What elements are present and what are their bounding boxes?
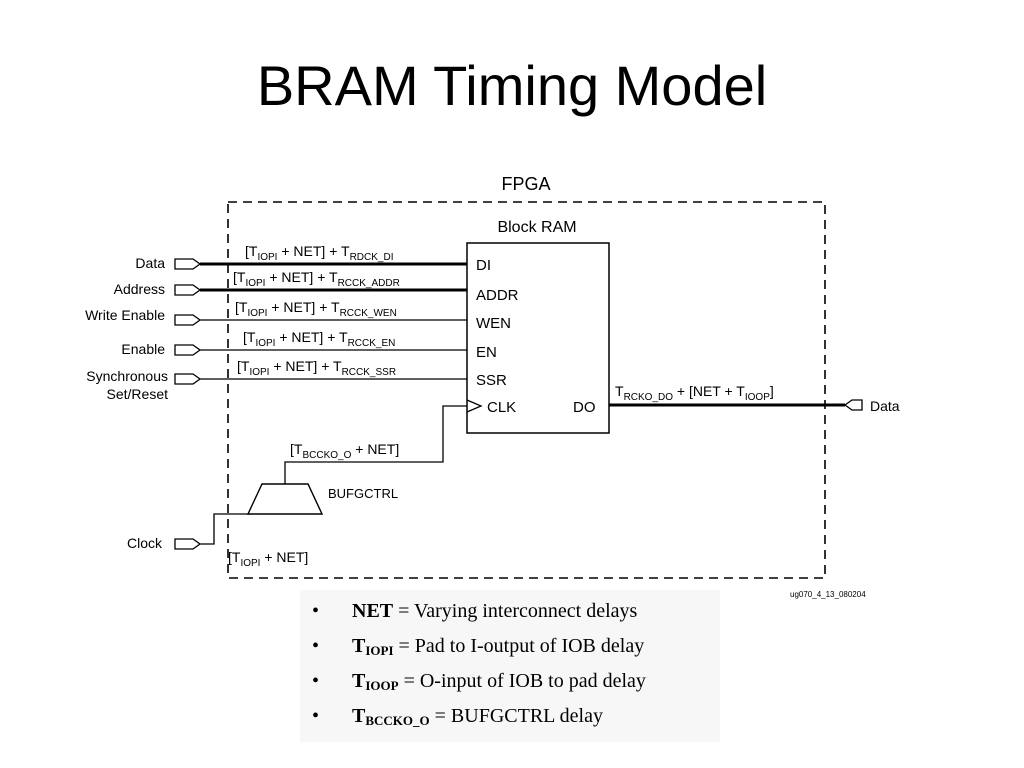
signal-write-enable: Write Enable xyxy=(85,307,165,323)
port-en: EN xyxy=(476,344,497,361)
block-ram xyxy=(466,242,610,434)
port-addr: ADDR xyxy=(476,287,519,304)
bullet: • xyxy=(312,670,320,692)
legend-item: • TIOPI = Pad to I-output of IOB delay xyxy=(312,631,646,666)
signal-address: Address xyxy=(114,281,165,297)
fpga-boundary xyxy=(227,201,826,579)
legend-panel xyxy=(300,590,720,742)
pad-data-out xyxy=(843,399,863,411)
timing-write-enable: [TIOPI + NET] + TRCCK_WEN xyxy=(235,299,397,319)
timing-data-out: TRCKO_DO + [NET + TIOOP] xyxy=(615,383,774,403)
legend-definition: = BUFGCTRL delay xyxy=(429,705,603,727)
port-clk: CLK xyxy=(487,399,516,416)
timing-ssr: [TIOPI + NET] + TRCCK_SSR xyxy=(237,358,396,378)
legend-term: T xyxy=(352,705,366,727)
timing-bufgctrl: [TBCCKO_O + NET] xyxy=(290,441,399,461)
legend-term-sub: IOPI xyxy=(365,643,394,658)
bufgctrl-symbol xyxy=(246,483,324,515)
legend-term: T xyxy=(352,670,366,692)
port-do: DO xyxy=(573,399,596,416)
bullet: • xyxy=(312,600,320,622)
legend-item: • NET = Varying interconnect delays xyxy=(312,596,646,631)
figure-id: ug070_4_13_080204 xyxy=(790,590,866,599)
legend-definition: = O-input of IOB to pad delay xyxy=(398,670,646,692)
legend-term: NET xyxy=(352,600,394,622)
pad-write-enable-in xyxy=(174,314,202,326)
legend-item: • TIOOP = O-input of IOB to pad delay xyxy=(312,666,646,701)
pad-enable-in xyxy=(174,344,202,356)
pad-clock-in xyxy=(174,538,202,550)
signal-enable: Enable xyxy=(121,341,165,357)
signal-ssr-line1: Synchronous xyxy=(86,368,168,384)
wire-bufg-to-clk xyxy=(284,405,467,484)
pad-ssr-in xyxy=(174,373,202,385)
timing-enable: [TIOPI + NET] + TRCCK_EN xyxy=(243,329,395,349)
legend-term: T xyxy=(352,635,366,657)
signal-data: Data xyxy=(135,255,165,271)
legend-item: • TBCCKO_O = BUFGCTRL delay xyxy=(312,701,646,736)
port-di: DI xyxy=(476,257,491,274)
legend-term-sub: IOOP xyxy=(365,678,399,693)
legend-term-sub: BCCKO_O xyxy=(365,713,430,728)
slide-title: BRAM Timing Model xyxy=(256,54,768,117)
pad-address-in xyxy=(174,284,202,296)
timing-data: [TIOPI + NET] + TRDCK_DI xyxy=(245,243,393,263)
legend-list: •NET = Varying interconnect delays •TIOP… xyxy=(312,596,646,736)
fpga-label: FPGA xyxy=(501,174,550,194)
signal-ssr-line2: Set/Reset xyxy=(107,386,169,402)
clock-input-marker xyxy=(466,399,483,413)
block-ram-label: Block RAM xyxy=(497,219,576,236)
port-wen: WEN xyxy=(476,315,511,332)
signal-data-out: Data xyxy=(870,398,900,414)
port-ssr: SSR xyxy=(476,372,507,389)
pad-data-in xyxy=(174,258,202,270)
wire-clock-in xyxy=(200,513,250,545)
timing-clock: [TIOPI + NET] xyxy=(228,549,308,569)
signal-clock: Clock xyxy=(127,535,163,551)
legend-definition: = Pad to I-output of IOB delay xyxy=(393,635,645,657)
bufgctrl-label: BUFGCTRL xyxy=(328,486,398,501)
legend-definition: = Varying interconnect delays xyxy=(393,600,638,622)
bullet: • xyxy=(312,705,320,727)
bullet: • xyxy=(312,635,320,657)
timing-address: [TIOPI + NET] + TRCCK_ADDR xyxy=(233,269,400,289)
